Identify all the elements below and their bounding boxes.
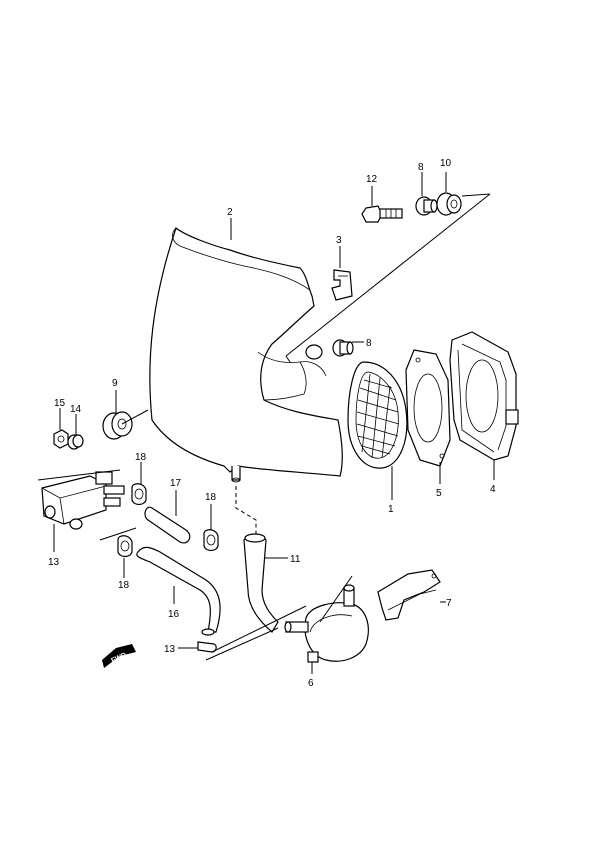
- leader-lines: [37, 172, 495, 674]
- callout-13-lower: 13: [164, 644, 176, 655]
- hose-part-17: [144, 506, 191, 544]
- canister-part-6: [284, 584, 369, 663]
- housing-part-4: [449, 331, 519, 461]
- callout-9: 9: [112, 378, 118, 389]
- bracket-part-3: [331, 269, 353, 301]
- callout-14: 14: [70, 404, 82, 415]
- fwd-arrow-icon: FWD: [102, 644, 136, 668]
- callout-17: 17: [170, 478, 182, 489]
- bracket-part-7: [377, 569, 441, 621]
- clamp-part-18-c: [117, 535, 133, 558]
- callout-11: 11: [290, 554, 301, 565]
- callout-7: 7: [446, 598, 452, 609]
- screen-filter-part-1: [347, 361, 408, 469]
- callout-1: 1: [388, 504, 394, 515]
- grommet-part-14: [67, 434, 84, 450]
- solenoid-valve-part-13: [41, 471, 125, 530]
- hose-part-11: [243, 533, 279, 633]
- hose-part-16: [136, 546, 221, 636]
- callout-8-mid: 8: [366, 338, 372, 349]
- grommet-part-10: [436, 192, 462, 216]
- callout-10: 10: [440, 158, 452, 169]
- callout-8-top: 8: [418, 162, 424, 173]
- callout-18-a: 18: [135, 452, 147, 463]
- clamp-part-18-a: [131, 483, 147, 506]
- callout-4: 4: [490, 484, 496, 495]
- callout-15: 15: [54, 398, 66, 409]
- collar-part-8-mid: [332, 339, 354, 357]
- clamp-part-13-lower: [197, 641, 217, 653]
- callout-12: 12: [366, 174, 378, 185]
- callout-16: 16: [168, 609, 180, 620]
- callout-18-b: 18: [205, 492, 217, 503]
- collar-part-8-top: [415, 196, 438, 216]
- silencer-case: [149, 226, 343, 483]
- callout-3: 3: [336, 235, 342, 246]
- bolt-part-12: [361, 205, 403, 223]
- clamp-part-18-b: [203, 529, 219, 552]
- callout-6: 6: [308, 678, 314, 689]
- callout-2: 2: [227, 207, 233, 218]
- callout-labels: 1 2 3 4 5 6 7 8 8 9 10 11 12 13 13 14 15…: [48, 158, 496, 689]
- callout-13-valve: 13: [48, 557, 60, 568]
- mesh-pattern: [356, 373, 400, 459]
- nut-part-15: [53, 429, 69, 449]
- callout-5: 5: [436, 488, 442, 499]
- callout-18-c: 18: [118, 580, 130, 591]
- gasket-part-5: [405, 349, 451, 467]
- grommet-part-9: [102, 411, 133, 440]
